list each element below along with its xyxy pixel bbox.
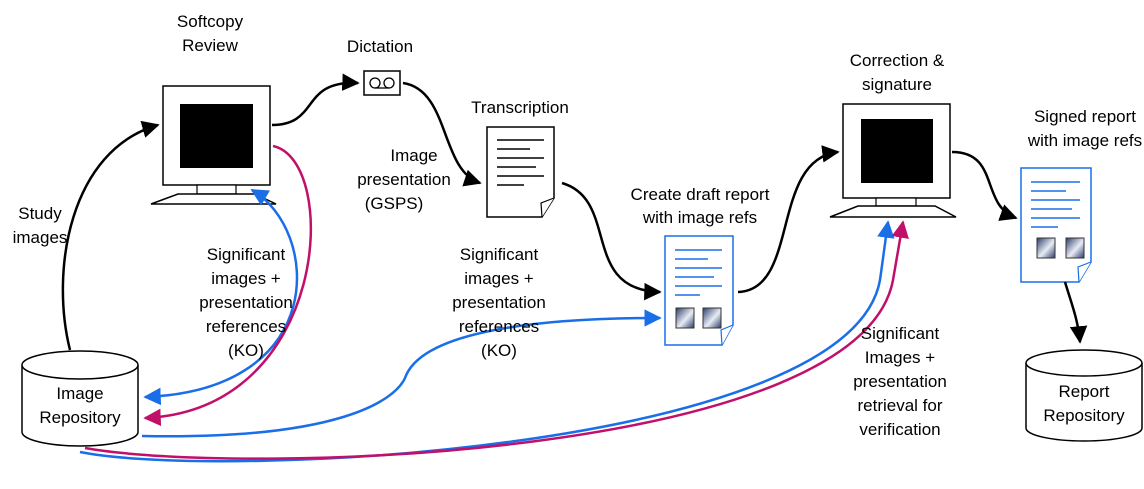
svg-text:Review: Review [182, 36, 238, 55]
softcopy-review-label: Softcopy Review [177, 12, 244, 55]
svg-text:Create draft report: Create draft report [631, 185, 770, 204]
svg-text:presentation: presentation [357, 170, 451, 189]
ko-retrieval-blue-arrow [79, 220, 895, 463]
svg-text:Repository: Repository [1043, 406, 1125, 425]
image-presentation-label: Image presentation (GSPS) [357, 146, 451, 213]
softcopy-review-workstation-icon [150, 85, 277, 205]
svg-text:(KO): (KO) [228, 341, 264, 360]
svg-text:Images +: Images + [865, 348, 935, 367]
svg-text:Correction &: Correction & [850, 51, 945, 70]
ko-review-to-repository-arrow [143, 188, 299, 406]
svg-text:references: references [459, 317, 539, 336]
svg-text:Study: Study [18, 204, 62, 223]
dictation-tape-icon [363, 70, 401, 96]
transcription-to-draft-arrow [561, 181, 662, 301]
image-repository-database-icon [21, 350, 139, 447]
signed-report-document-icon [1020, 167, 1092, 283]
svg-text:signature: signature [862, 75, 932, 94]
significant-images-mid-label: Significant images + presentation refere… [452, 245, 546, 360]
report-repository-label: Report Repository [1043, 382, 1125, 425]
review-to-dictation-arrow [271, 73, 360, 127]
svg-text:Significant: Significant [207, 245, 286, 264]
svg-text:Report: Report [1058, 382, 1109, 401]
svg-text:with image refs: with image refs [1027, 131, 1142, 150]
signed-report-label: Signed report with image refs [1027, 107, 1142, 150]
draft-to-correction-arrow [737, 145, 840, 294]
report-repository-database-icon [1025, 349, 1143, 442]
dictation-label: Dictation [347, 37, 413, 56]
correction-signature-label: Correction & signature [850, 51, 945, 94]
svg-text:presentation: presentation [452, 293, 546, 312]
svg-text:Significant: Significant [460, 245, 539, 264]
svg-text:retrieval for: retrieval for [857, 396, 942, 415]
svg-text:(KO): (KO) [481, 341, 517, 360]
transcription-label: Transcription [471, 98, 569, 117]
svg-text:(GSPS): (GSPS) [365, 194, 424, 213]
ko-repository-to-draft-arrow [141, 309, 662, 438]
significant-images-right-label: Significant Images + presentation retrie… [853, 324, 947, 439]
study-images-arrow [61, 120, 160, 351]
svg-text:verification: verification [859, 420, 940, 439]
svg-text:images +: images + [211, 269, 281, 288]
significant-images-left-label: Significant images + presentation refere… [199, 245, 293, 360]
svg-text:Repository: Repository [39, 408, 121, 427]
svg-text:references: references [206, 317, 286, 336]
svg-text:images: images [13, 228, 68, 247]
svg-text:presentation: presentation [853, 372, 947, 391]
draft-report-document-icon [664, 235, 734, 346]
transcription-document-icon [486, 126, 555, 218]
study-images-label: Study images [13, 204, 68, 247]
svg-text:Signed report: Signed report [1034, 107, 1136, 126]
svg-text:Image: Image [390, 146, 437, 165]
correction-workstation-icon [829, 103, 957, 218]
signed-to-repository-arrow [1063, 281, 1088, 344]
correction-to-signed-arrow [951, 150, 1018, 221]
gsps-retrieval-arrow [84, 220, 909, 460]
create-draft-label: Create draft report with image refs [631, 185, 770, 227]
gsps-review-to-repository-arrow [143, 144, 313, 427]
image-repository-label: Image Repository [39, 384, 121, 427]
svg-text:images +: images + [464, 269, 534, 288]
svg-text:Softcopy: Softcopy [177, 12, 244, 31]
svg-text:Image: Image [56, 384, 103, 403]
svg-text:Significant: Significant [861, 324, 940, 343]
dictation-to-transcription-arrow [402, 81, 482, 187]
svg-text:presentation: presentation [199, 293, 293, 312]
svg-text:with image refs: with image refs [642, 208, 757, 227]
